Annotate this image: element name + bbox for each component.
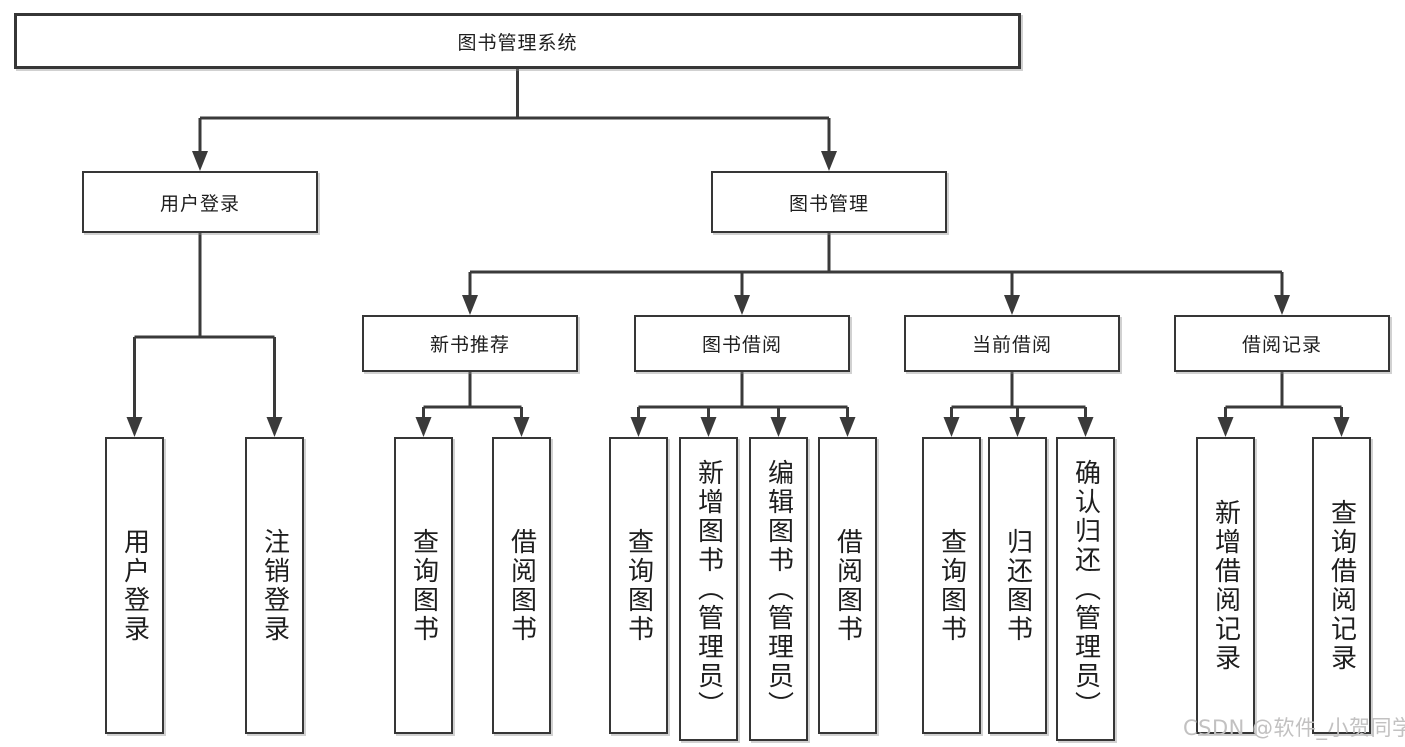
connector-root-to-level2 <box>192 69 837 171</box>
node-book-management: 图书管理 <box>711 171 947 233</box>
leaf-logout-login: 注销登录 <box>245 437 304 734</box>
leaf-borrow-book-recommend: 借阅图书 <box>492 437 551 734</box>
connector-bookborrow-to-leaves <box>630 372 856 437</box>
node-current-borrow: 当前借阅 <box>904 315 1120 372</box>
leaf-add-borrow-record: 新增借阅记录 <box>1196 437 1255 734</box>
leaf-confirm-return-admin: 确认归还（管理员） <box>1056 437 1115 741</box>
leaf-query-book-recommend: 查询图书 <box>394 437 453 734</box>
leaf-query-book-borrow: 查询图书 <box>609 437 668 734</box>
node-user-login: 用户登录 <box>82 171 318 233</box>
node-borrow-records: 借阅记录 <box>1174 315 1390 372</box>
csdn-watermark: CSDN @软件_小贺同学 <box>1183 716 1405 740</box>
leaf-query-borrow-record: 查询借阅记录 <box>1312 437 1371 734</box>
connector-newbook-to-leaves <box>415 372 530 437</box>
leaf-user-login: 用户登录 <box>105 437 164 734</box>
node-book-borrow: 图书借阅 <box>634 315 850 372</box>
leaf-return-book: 归还图书 <box>988 437 1047 734</box>
node-new-book-recommend: 新书推荐 <box>362 315 578 372</box>
leaf-query-book-current: 查询图书 <box>922 437 981 734</box>
connector-borrowrecords-to-leaves <box>1217 372 1350 437</box>
leaf-borrow-book: 借阅图书 <box>818 437 877 734</box>
node-root-system: 图书管理系统 <box>14 13 1021 69</box>
connector-currentborrow-to-leaves <box>943 372 1094 437</box>
leaf-add-book-admin: 新增图书（管理员） <box>679 437 738 741</box>
connector-bookmgmt-to-level3 <box>462 233 1290 315</box>
leaf-edit-book-admin: 编辑图书（管理员） <box>749 437 808 741</box>
connector-userlogin-to-leaves <box>126 233 283 437</box>
